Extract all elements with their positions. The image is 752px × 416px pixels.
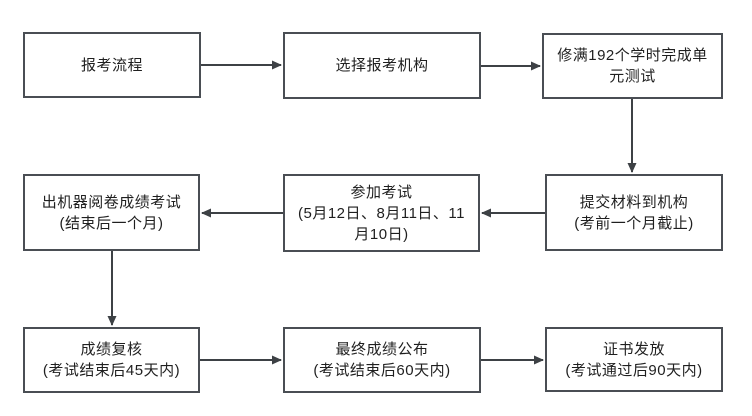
box-title: 成绩复核 (80, 341, 143, 358)
box-title: 修满192个学时完成单元测试 (557, 47, 708, 85)
box-title: 证书发放 (602, 340, 665, 358)
box-title: 报考流程 (80, 56, 143, 74)
box-title: 最终成绩公布 (335, 341, 429, 358)
flow-box-score-review: 成绩复核 (考试结束后45天内) (23, 327, 200, 393)
box-title: 参加考试 (350, 183, 413, 201)
flow-box-select-institution: 选择报考机构 (283, 32, 481, 99)
box-subtitle: (考试通过后90天内) (565, 361, 703, 379)
flow-box-application-process: 报考流程 (23, 32, 201, 98)
box-title: 选择报考机构 (335, 57, 429, 74)
box-subtitle: (考前一个月截止) (574, 214, 694, 232)
flow-box-machine-scoring: 出机器阅卷成绩考试 (结束后一个月) (23, 174, 200, 251)
box-title: 出机器阅卷成绩考试 (41, 193, 182, 211)
box-subtitle: (结束后一个月) (59, 214, 164, 232)
box-subtitle: (5月12日、8月11日、11月10日) (297, 204, 465, 243)
flow-box-certificate-issuance: 证书发放 (考试通过后90天内) (545, 327, 723, 392)
box-subtitle: (考试结束后45天内) (42, 362, 181, 379)
flow-box-complete-hours: 修满192个学时完成单元测试 (542, 33, 723, 99)
flow-box-final-results: 最终成绩公布 (考试结束后60天内) (283, 327, 481, 393)
box-subtitle: (考试结束后60天内) (313, 362, 451, 379)
flow-box-submit-materials: 提交材料到机构 (考前一个月截止) (545, 174, 723, 251)
flow-box-take-exam: 参加考试 (5月12日、8月11日、11月10日) (283, 174, 480, 252)
box-title: 提交材料到机构 (579, 193, 689, 211)
